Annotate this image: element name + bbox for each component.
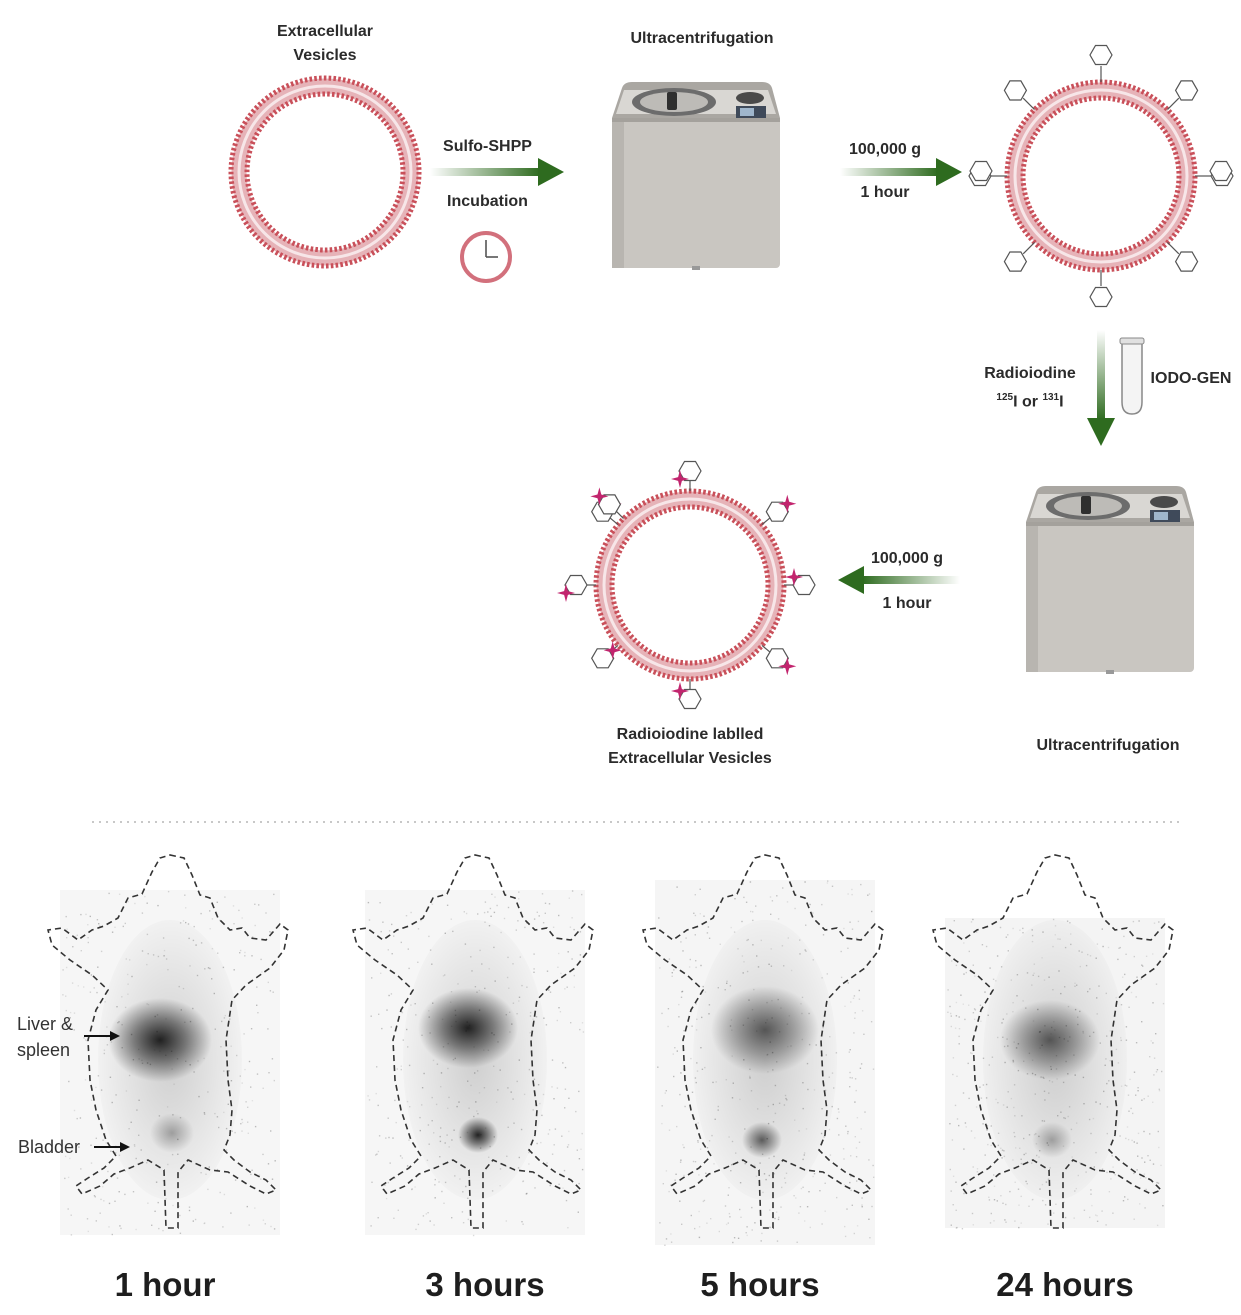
liver-spleen-signal: [1000, 1000, 1100, 1080]
extracellular-vesicle-graphic: [231, 78, 419, 266]
timepoint-label-4: 24 hours: [996, 1266, 1134, 1303]
annotation-liver: Liver & spleen: [17, 1011, 73, 1063]
liver-spleen-signal: [711, 986, 819, 1074]
annotation-liver-line1: Liver &: [17, 1014, 74, 1034]
arrow-spin-1: [840, 158, 962, 186]
scan-panel-3: [641, 854, 884, 1246]
timepoint-label-3: 5 hours: [700, 1266, 820, 1303]
rodent-outline: [641, 854, 884, 1229]
ultracentrifugation-label-2: Ultracentrifugation: [1036, 737, 1180, 754]
incubation-label: Incubation: [447, 193, 528, 210]
bladder-arrow: [94, 1142, 130, 1152]
timepoint-label-1: 1 hour: [114, 1266, 216, 1303]
centrifuge-graphic-1: [612, 82, 780, 270]
spin-time-label-1: 1 hour: [860, 184, 910, 201]
reagent-label: Sulfo-SHPP: [443, 138, 532, 155]
annotation-liver-line2: spleen: [17, 1040, 71, 1060]
bladder-signal: [1032, 1122, 1072, 1158]
centrifuge-graphic-2: [1026, 486, 1194, 674]
bladder-signal: [150, 1113, 194, 1153]
spin-time-label-2: 1 hour: [882, 595, 932, 612]
iso1-sym: I: [1013, 393, 1018, 411]
scan-panel-2: [351, 854, 594, 1237]
rodent-outline: [931, 854, 1174, 1229]
liver-arrow: [84, 1031, 120, 1041]
timepoint-label-2: 3 hours: [425, 1266, 545, 1303]
scan-panel-1: [46, 854, 289, 1236]
radioiodine-label-line1: Radioiodine: [984, 365, 1076, 382]
labelled-ev-label: Radioiodine lablled Extracellular Vesicl…: [580, 723, 800, 771]
arrow-incubation: [430, 158, 564, 186]
test-tube-icon: [1119, 337, 1145, 415]
radioiodine-isotopes: 125I or 131I: [968, 386, 1092, 414]
labelled-ev-line2: Extracellular Vesicles: [608, 750, 772, 767]
iso2-mass: 131: [1042, 392, 1060, 403]
radiolabelled-vesicle-graphic: [557, 460, 816, 710]
arrow-spin-2: [838, 566, 960, 594]
labelled-ev-line1: Radioiodine lablled: [616, 726, 764, 743]
radioiodine-label: Radioiodine 125I or 131I: [968, 362, 1092, 414]
iso1-mass: 125: [996, 392, 1014, 403]
iodogen-label: IODO-GEN: [1150, 370, 1232, 387]
ev-label-line1: Extracellular: [276, 23, 374, 40]
iso2-sym: I: [1059, 393, 1064, 411]
bladder-signal: [458, 1117, 498, 1153]
liver-spleen-signal: [418, 988, 518, 1068]
ultracentrifugation-label-1: Ultracentrifugation: [630, 30, 774, 47]
liver-spleen-signal: [108, 998, 212, 1082]
scan-panel-4: [931, 854, 1174, 1230]
ev-label: Extracellular Vesicles: [250, 20, 400, 68]
spin-force-label-1: 100,000 g: [848, 141, 922, 158]
ev-label-line2: Vesicles: [293, 47, 357, 64]
bladder-signal: [742, 1122, 782, 1158]
arrow-radioiodination: [1087, 330, 1115, 446]
annotation-bladder: Bladder: [18, 1137, 81, 1157]
iso-or: or: [1017, 393, 1043, 411]
rodent-outline: [46, 854, 289, 1229]
rodent-outline: [351, 854, 594, 1229]
shpp-vesicle-graphic: [968, 44, 1234, 308]
spin-force-label-2: 100,000 g: [870, 550, 944, 567]
clock-icon: [460, 231, 512, 283]
